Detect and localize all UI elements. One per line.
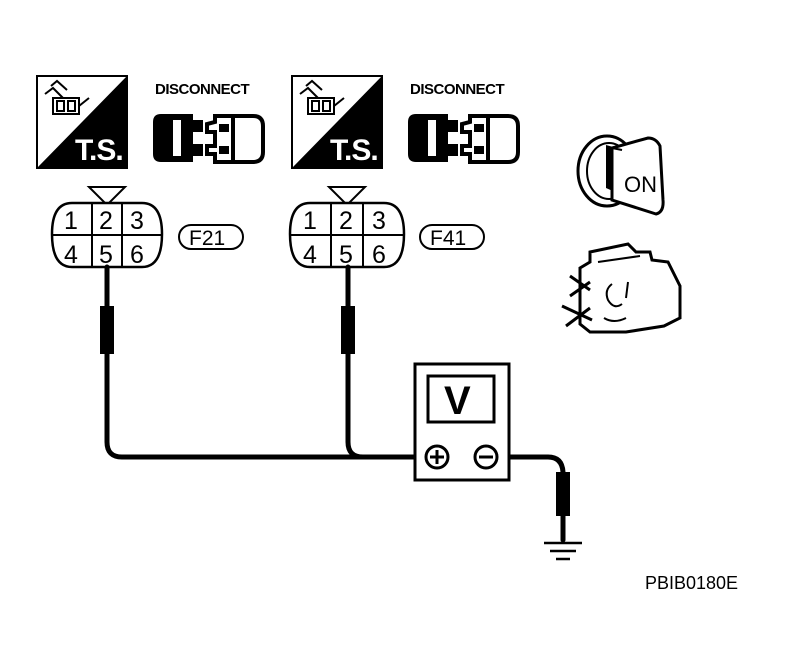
ignition-key-icon: ON: [576, 134, 665, 216]
connector-f41: 1 2 3 4 5 6: [288, 186, 406, 269]
ts-icon: T.S.: [291, 75, 383, 169]
disconnect-label: DISCONNECT: [155, 81, 250, 98]
pin-5: 5: [339, 241, 353, 269]
probe-wires: [104, 264, 566, 543]
probe-sleeve: [556, 472, 570, 516]
ts-icon: T.S.: [36, 75, 128, 169]
engine-icon: [561, 242, 682, 334]
connector-id: F21: [189, 227, 225, 250]
pin-4: 4: [64, 241, 78, 269]
probe-sleeve: [100, 306, 114, 354]
ts-label: T.S.: [75, 134, 123, 167]
pin-3: 3: [130, 207, 144, 235]
pin-1: 1: [303, 207, 317, 235]
pin-4: 4: [303, 241, 317, 269]
ts-label: T.S.: [330, 134, 378, 167]
ignition-label: ON: [624, 172, 657, 197]
ground-icon: [544, 541, 582, 561]
pin-5: 5: [99, 241, 113, 269]
reference-code: PBIB0180E: [645, 573, 738, 593]
pin-2: 2: [339, 207, 353, 235]
connector-f21-label: F21: [178, 224, 244, 250]
disconnect-icon: DISCONNECT: [151, 81, 265, 164]
negative-terminal-icon: [473, 444, 499, 470]
connector-f41-label: F41: [419, 224, 485, 250]
probe-sleeve: [341, 306, 355, 354]
pin-6: 6: [130, 241, 144, 269]
voltmeter: V: [413, 362, 511, 482]
connector-id: F41: [430, 227, 466, 250]
pin-2: 2: [99, 207, 113, 235]
pin-1: 1: [64, 207, 78, 235]
pin-3: 3: [372, 207, 386, 235]
disconnect-label: DISCONNECT: [410, 81, 505, 98]
connector-f21: 1 2 3 4 5 6: [50, 186, 164, 269]
positive-terminal-icon: [424, 444, 450, 470]
disconnect-icon: DISCONNECT: [406, 81, 520, 164]
pin-6: 6: [372, 241, 386, 269]
voltmeter-label: V: [444, 379, 471, 423]
